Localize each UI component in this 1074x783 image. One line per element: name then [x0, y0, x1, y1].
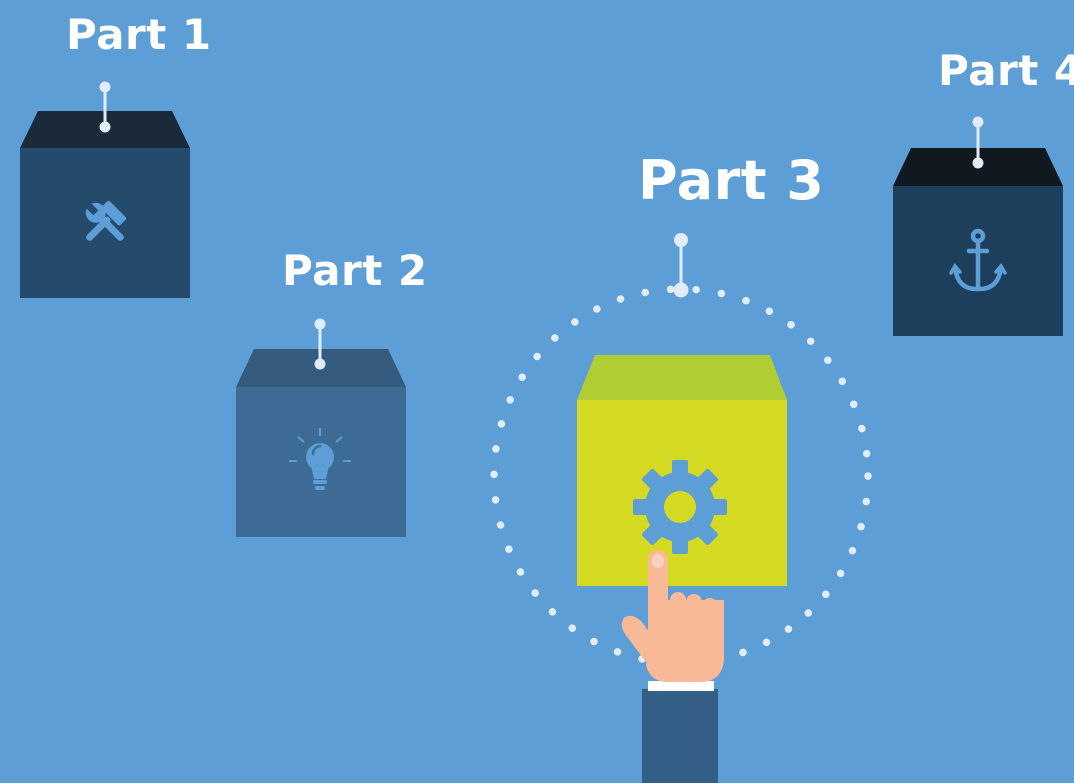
box-part-3[interactable]	[577, 233, 787, 586]
selection-ring	[490, 285, 872, 667]
part-3-label: Part 3	[638, 149, 825, 212]
box-part-2[interactable]	[236, 318, 406, 538]
connector-pin	[99, 81, 111, 133]
pointing-hand	[621, 550, 724, 783]
cuff	[648, 681, 714, 691]
part-1-label: Part 1	[66, 10, 212, 59]
box-lid	[577, 355, 787, 400]
tools-icon	[84, 200, 127, 241]
box-part-4[interactable]	[893, 116, 1063, 337]
lightbulb-icon	[289, 428, 351, 490]
sleeve	[642, 689, 718, 783]
anchor-icon	[949, 228, 1007, 292]
connector-pin	[673, 233, 689, 298]
gear-icon	[633, 460, 727, 554]
part-4-label: Part 4	[938, 46, 1074, 95]
connector-pin	[972, 116, 984, 169]
connector-pin	[314, 318, 326, 370]
part-2-label: Part 2	[282, 246, 428, 295]
box-part-1[interactable]	[20, 81, 190, 299]
